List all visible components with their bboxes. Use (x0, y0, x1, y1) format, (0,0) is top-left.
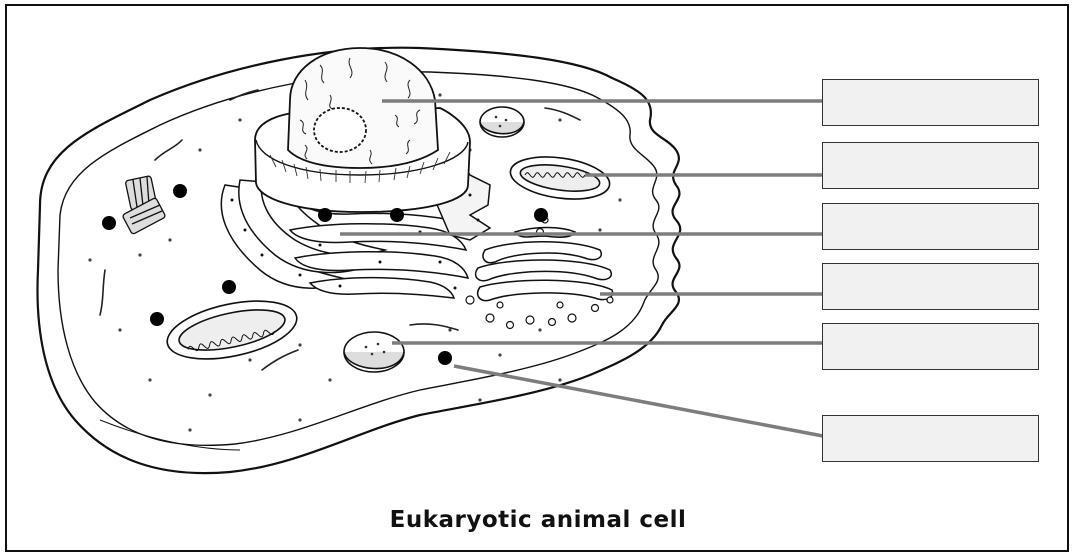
label-box-3[interactable] (822, 203, 1039, 250)
marker-dot (173, 184, 187, 198)
marker-dot (534, 208, 548, 222)
marker-dot (222, 280, 236, 294)
marker-dot (438, 351, 452, 365)
label-box-2[interactable] (822, 142, 1039, 189)
label-box-4[interactable] (822, 263, 1039, 310)
leader-line-6 (454, 366, 823, 436)
centrioles (122, 176, 166, 235)
label-box-1[interactable] (822, 79, 1039, 126)
label-box-6[interactable] (822, 415, 1039, 462)
marker-dot (318, 208, 332, 222)
marker-dot (390, 208, 404, 222)
diagram-title: Eukaryotic animal cell (0, 507, 1076, 533)
marker-dot (150, 312, 164, 326)
label-box-5[interactable] (822, 323, 1039, 370)
marker-dot (102, 216, 116, 230)
